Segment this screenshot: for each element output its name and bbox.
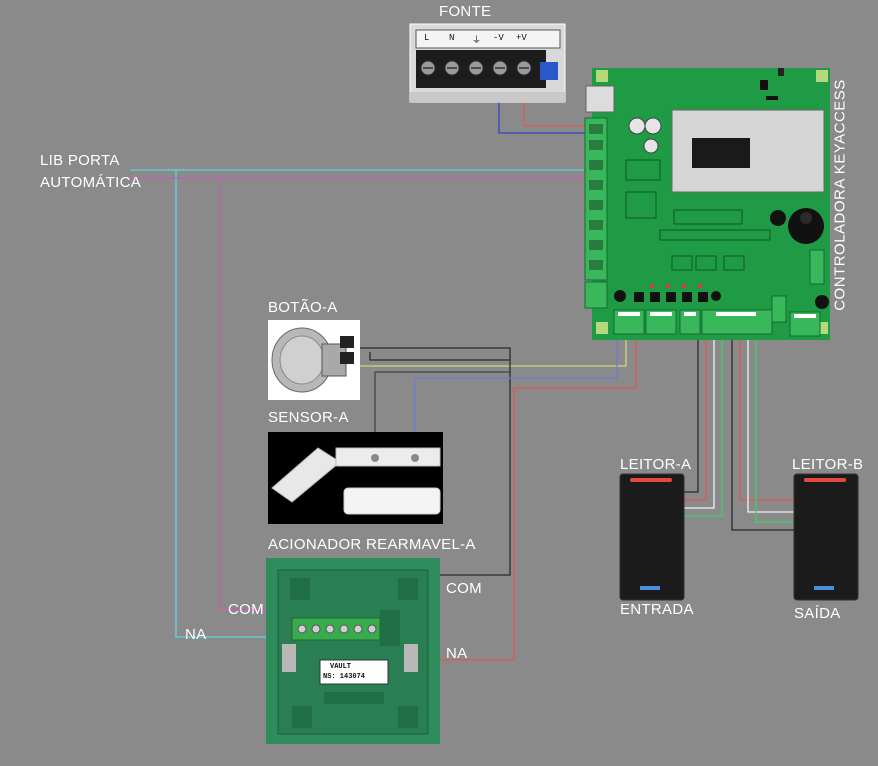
psu-terminal-ground: ⏚ — [472, 36, 482, 46]
sensor-wire-gray — [374, 371, 510, 458]
psu-terminal-n: N — [449, 33, 455, 43]
com-right-label: COM — [446, 580, 482, 597]
fonte-label: FONTE — [439, 3, 492, 20]
com-left-label: COM — [228, 601, 264, 618]
leitor-a-label: LEITOR-A — [620, 456, 692, 473]
button-image — [268, 320, 360, 400]
sensor-label: SENSOR-A — [268, 409, 349, 426]
reader-a-wire-red — [684, 332, 707, 501]
botao-label: BOTÃO-A — [268, 299, 338, 316]
button-wire-black-2 — [369, 352, 510, 361]
vault-serial: NS: 143074 — [323, 673, 366, 681]
entrada-label: ENTRADA — [620, 601, 694, 618]
reader-a-wire-black — [684, 332, 699, 493]
sensor-wire-blue — [414, 332, 618, 458]
reader-b-wire-black — [731, 332, 796, 531]
lib-porta-label-line2: AUTOMÁTICA — [40, 174, 142, 191]
wires — [130, 84, 796, 661]
reader-a-wire-white — [684, 332, 715, 509]
saida-label: SAÍDA — [794, 605, 841, 622]
vault-brand: VAULT — [330, 663, 352, 671]
reader-b-wire-white — [747, 332, 796, 513]
reader-b-image — [793, 473, 859, 601]
controladora-label: CONTROLADORA KEYACCESS — [831, 79, 849, 311]
lib-porta-label-line1: LIB PORTA — [40, 152, 120, 169]
na-left-label: NA — [185, 626, 207, 643]
controller-board — [584, 68, 830, 340]
acionador-image — [266, 558, 440, 744]
sensor-image — [268, 432, 443, 524]
acionador-wire-na — [440, 332, 637, 661]
reader-b-wire-red — [739, 332, 796, 501]
leitor-b-label: LEITOR-B — [792, 456, 864, 473]
na-right-label: NA — [446, 645, 468, 662]
psu-terminal-neg: -V — [493, 33, 504, 43]
reader-b-wire-green — [755, 332, 796, 523]
psu-terminal-pos: +V — [516, 33, 527, 43]
controladora-label-wrap: CONTROLADORA KEYACCESS — [820, 50, 860, 340]
lib-porta-wire-com — [219, 177, 584, 610]
acionador-label: ACIONADOR REARMAVEL-A — [268, 536, 476, 553]
reader-a-image — [619, 473, 685, 601]
power-supply — [409, 23, 566, 103]
button-wire-yellow — [357, 332, 627, 367]
reader-a-wire-green — [684, 332, 723, 517]
psu-terminal-l: L — [424, 33, 430, 43]
lib-porta-wire-na — [175, 169, 584, 638]
